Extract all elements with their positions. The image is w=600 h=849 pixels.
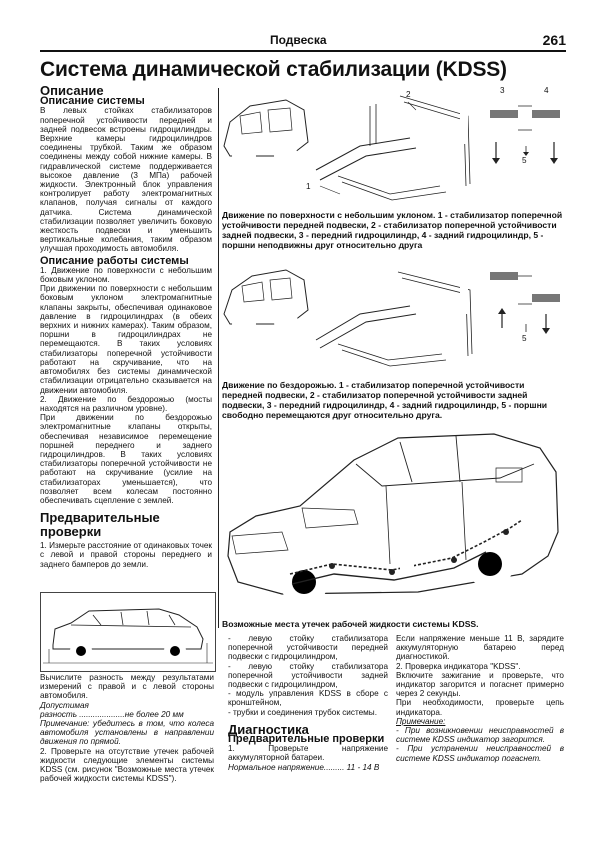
paragraph-pre4: Примечание: убедитесь в том, что колеса …: [40, 719, 214, 747]
paragraph-r4: При необходимости, проверьте цепь индика…: [396, 698, 564, 717]
heading-prelim: Предварительные проверки: [40, 510, 160, 540]
left-column-bottom: Вычислите разность между результатами из…: [40, 673, 214, 783]
paragraph-op1: 1. Движение по поверхности с небольшим б…: [40, 265, 212, 285]
heading-diag-prelim: Предварительные проверки: [228, 733, 385, 746]
paragraph-pre3-label: Допустимая: [40, 700, 89, 710]
check-item: - модуль управления KDSS в сборе с кронш…: [228, 689, 388, 708]
figure-level-surface-caption: Движение по поверхности с небольшим укло…: [222, 210, 563, 250]
callout-4: 4: [544, 86, 549, 95]
callout-3: 3: [500, 86, 505, 95]
check-item: - левую стойку стабилизатора поперечной …: [228, 661, 388, 690]
paragraph-op4: При движении по бездорожью электромагнит…: [40, 413, 212, 505]
paragraph-r2: 2. Проверка индикатора "KDSS".: [396, 661, 521, 671]
voltage-label: Нормальное напряжение: [228, 762, 324, 772]
paragraph-diag1: 1. Проверьте напряжение аккумуляторной б…: [228, 744, 388, 763]
callout-2: 2: [406, 90, 411, 99]
callout-5: 5: [522, 334, 527, 343]
header-section: Подвеска: [270, 33, 327, 47]
paragraph-pre1: 1. Измерьте расстояние от одинаковых точ…: [40, 541, 212, 569]
paragraph-op2: При движении по поверхности с небольшим …: [40, 284, 212, 395]
paragraph-r3: Включите зажигание и проверьте, что инди…: [396, 670, 564, 699]
heading-description: Описание: [40, 83, 104, 98]
paragraph-pre3: разность ....................не более 20…: [40, 709, 184, 719]
page-header: Подвеска 261: [40, 32, 566, 52]
paragraph-op3: 2. Движение по бездорожью (мосты находят…: [40, 394, 212, 413]
check-item: - левую стойку стабилизатора поперечной …: [228, 634, 388, 662]
left-column: Описание Описание системы В левых стойка…: [40, 83, 212, 569]
check-item: - трубки и соединения трубок системы.: [228, 707, 377, 717]
figure-offroad-caption: Движение по бездорожью. 1 - стабилизатор…: [222, 380, 548, 420]
heading-system-description: Описание системы: [40, 95, 145, 108]
paragraph-pre2: Вычислите разность между результатами из…: [40, 673, 214, 701]
right-column: Если напряжение меньше 11 В, зарядите ак…: [396, 634, 564, 763]
note-item: - При возникновении неисправностей в сис…: [396, 726, 564, 745]
page-number: 261: [542, 32, 566, 48]
heading-operation: Описание работы системы: [40, 254, 189, 267]
voltage-value: ......... 11 - 14 В: [323, 762, 380, 772]
note-label: Примечание:: [396, 716, 446, 726]
figure-leak-caption: Возможные места утечек рабочей жидкости …: [222, 619, 479, 629]
figure-leak-locations: [222, 424, 566, 618]
callout-1: 1: [306, 182, 311, 191]
figure-offroad: 5: [220, 258, 566, 376]
heading-diagnostics: Диагностика: [228, 721, 309, 737]
note-item: - При устранении неисправностей в систем…: [396, 744, 564, 763]
figure-level-surface: 2 1 3 4 5: [220, 86, 566, 208]
paragraph-pre5: 2. Проверьте на отсутствие утечек рабоче…: [40, 746, 214, 784]
callout-5: 5: [522, 156, 527, 165]
column-divider: [218, 88, 219, 628]
paragraph-r1: Если напряжение меньше 11 В, зарядите ак…: [396, 634, 564, 662]
paragraph-system-description: В левых стойках стабилизаторов поперечно…: [40, 106, 212, 254]
suv-side-figure: [40, 592, 216, 672]
page-title: Система динамической стабилизации (KDSS): [40, 58, 507, 81]
middle-column: - левую стойку стабилизатора поперечной …: [228, 634, 388, 772]
